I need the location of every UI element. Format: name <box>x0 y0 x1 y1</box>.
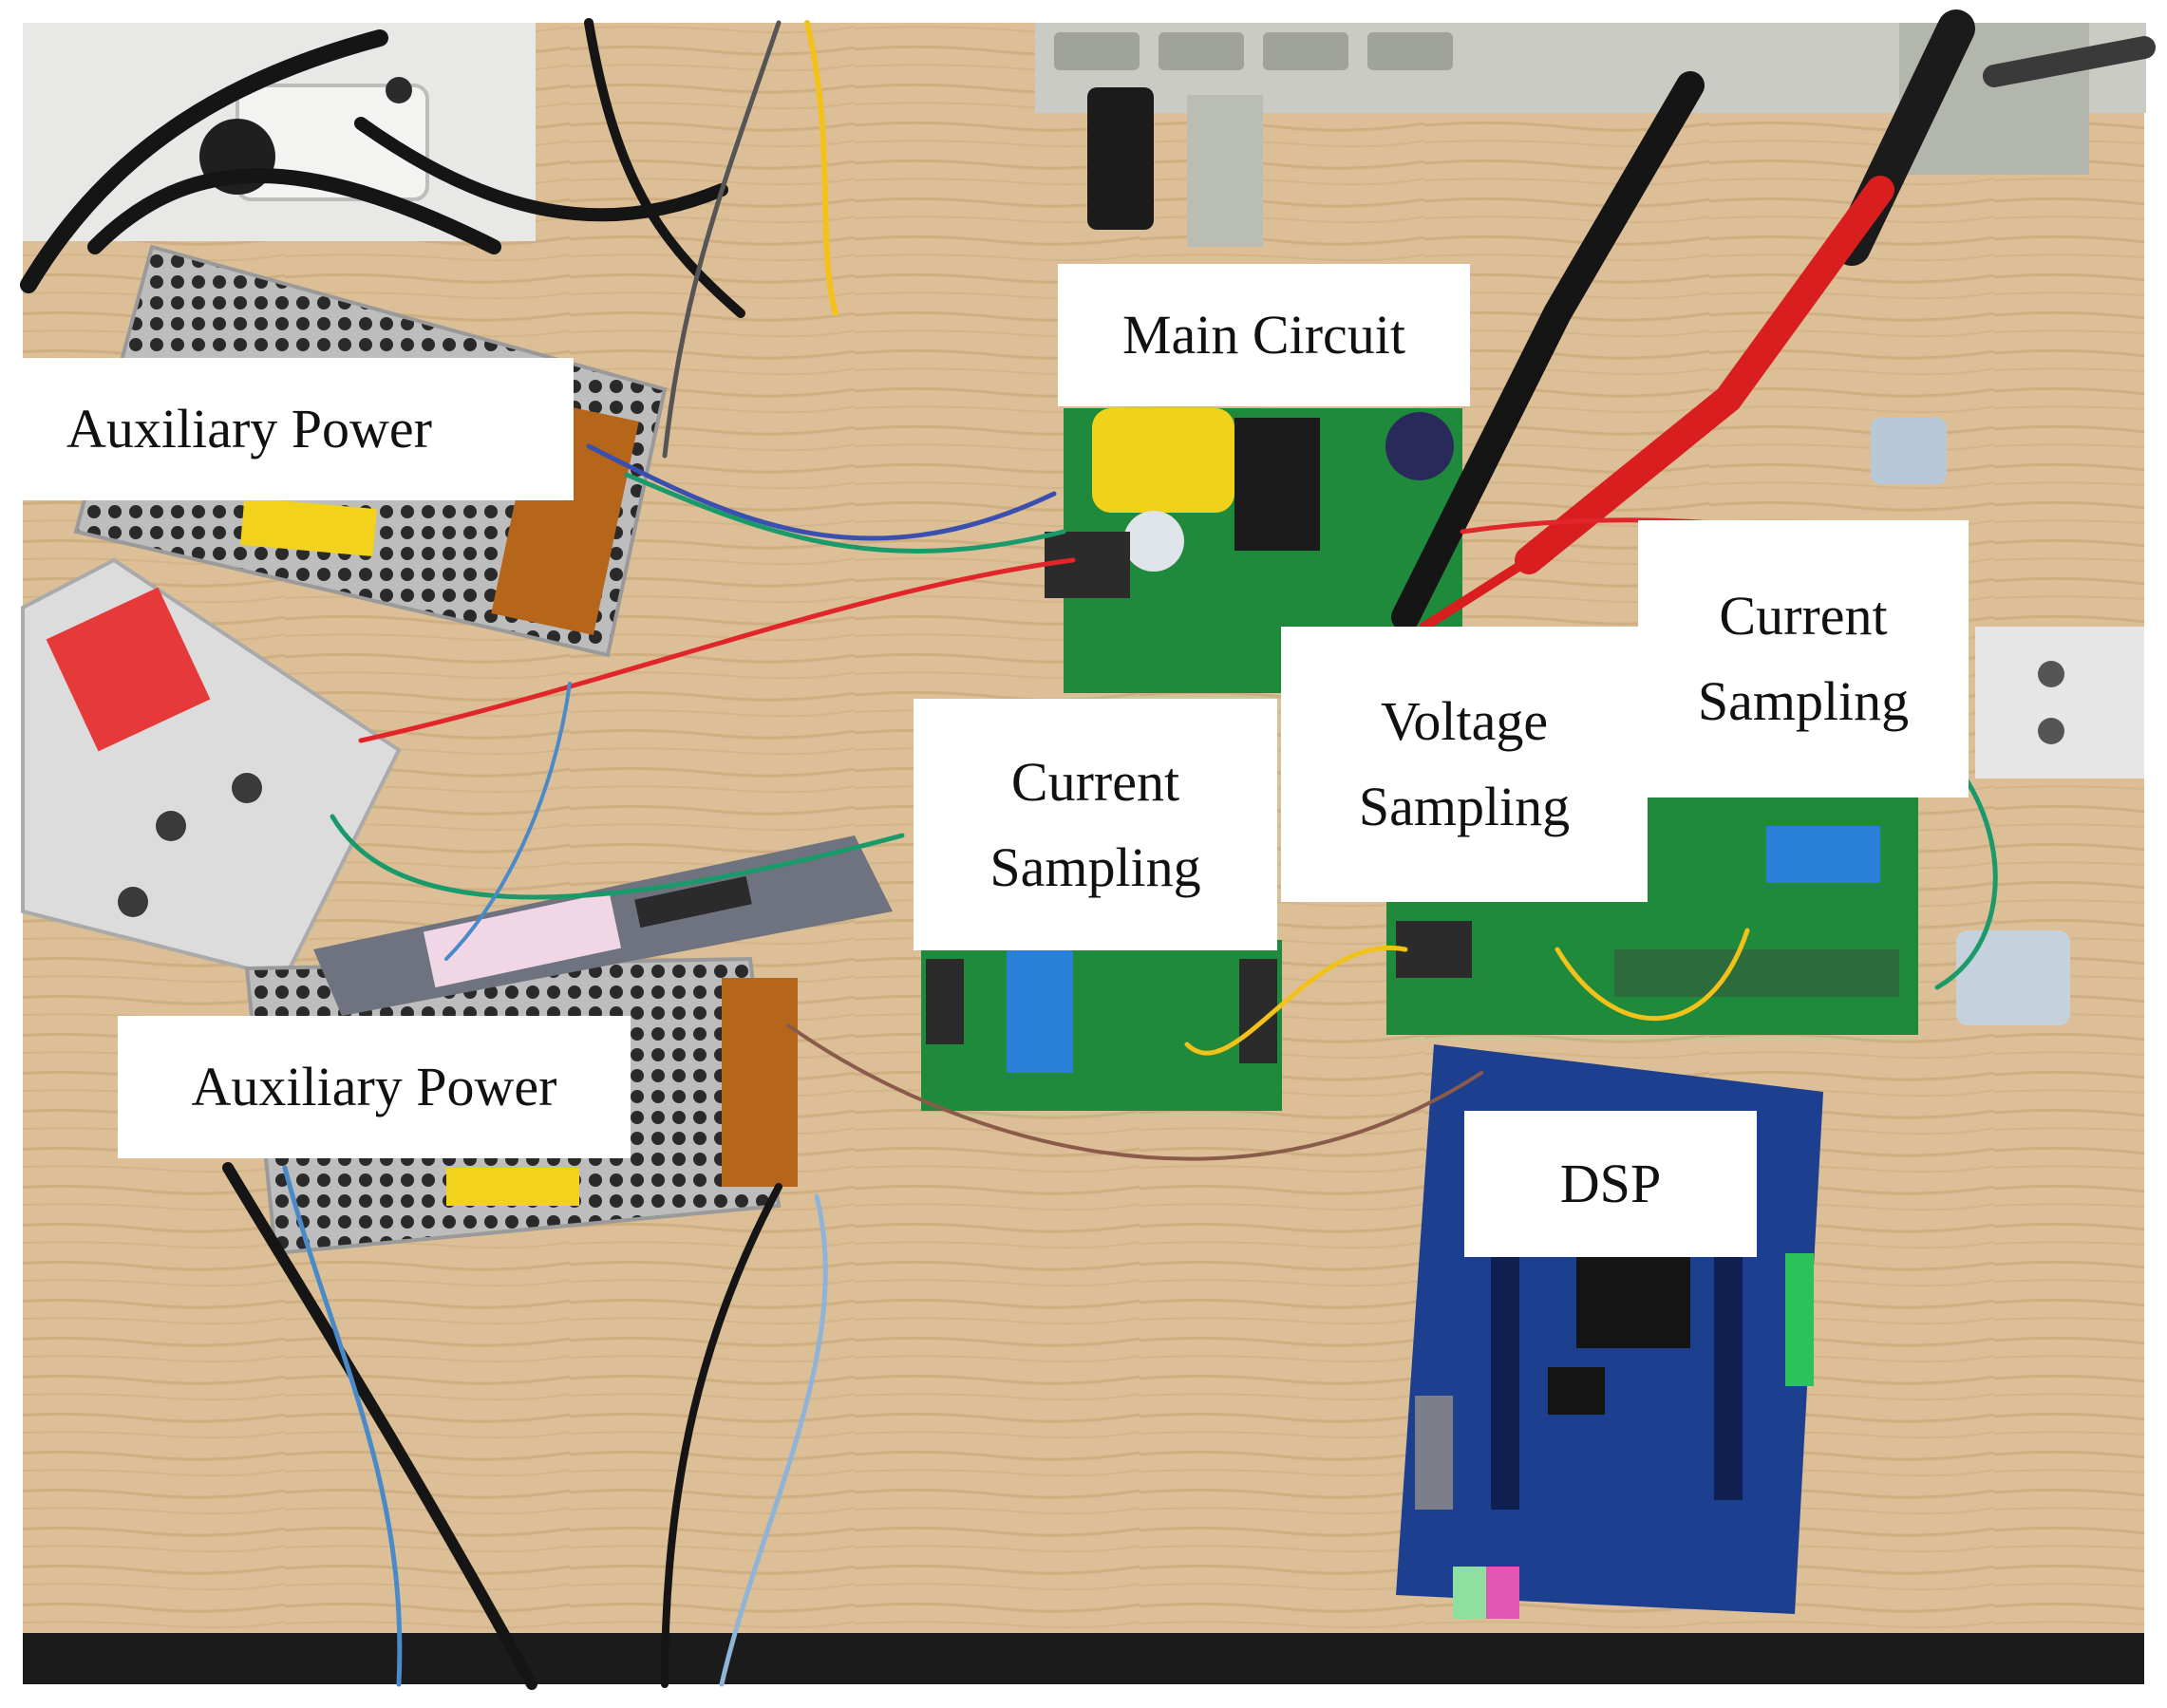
current-probe-clamp <box>313 835 893 1016</box>
label-main-circuit: Main Circuit <box>1058 264 1470 406</box>
label-main-circuit-text: Main Circuit <box>1121 304 1405 366</box>
label-dsp: DSP <box>1464 1111 1757 1257</box>
auxiliary-power-module-grey <box>21 557 402 981</box>
oscilloscope-probes <box>1364 9 2156 725</box>
label-current-sampling-left-line2: Sampling <box>989 835 1201 898</box>
label-voltage-sampling-line2: Sampling <box>1358 776 1571 837</box>
label-current-sampling-left-line1: Current <box>1010 750 1180 813</box>
label-auxiliary-power-top: Auxiliary Power <box>23 358 574 500</box>
table-edge-shadow <box>23 1633 2144 1684</box>
oscilloscope <box>1035 23 2146 247</box>
label-current-sampling-right-line2: Sampling <box>1697 670 1910 732</box>
power-strip <box>23 23 536 241</box>
label-current-sampling-right-line1: Current <box>1719 585 1888 648</box>
label-current-sampling-left: Current Sampling <box>914 699 1277 950</box>
relay-module <box>1871 418 2144 1025</box>
label-auxiliary-power-bottom-text: Auxiliary Power <box>191 1056 557 1118</box>
label-auxiliary-power-bottom: Auxiliary Power <box>118 1016 631 1158</box>
label-current-sampling-right: Current Sampling <box>1638 520 1969 798</box>
label-auxiliary-power-top-text: Auxiliary Power <box>66 398 432 460</box>
label-voltage-sampling: Voltage Sampling <box>1281 627 1648 902</box>
black-cables-bottom <box>222 1162 828 1690</box>
label-dsp-text: DSP <box>1559 1153 1662 1215</box>
current-sampling-board-left <box>921 940 1282 1111</box>
black-cables-top <box>20 18 839 459</box>
label-voltage-sampling-line1: Voltage <box>1380 690 1549 753</box>
